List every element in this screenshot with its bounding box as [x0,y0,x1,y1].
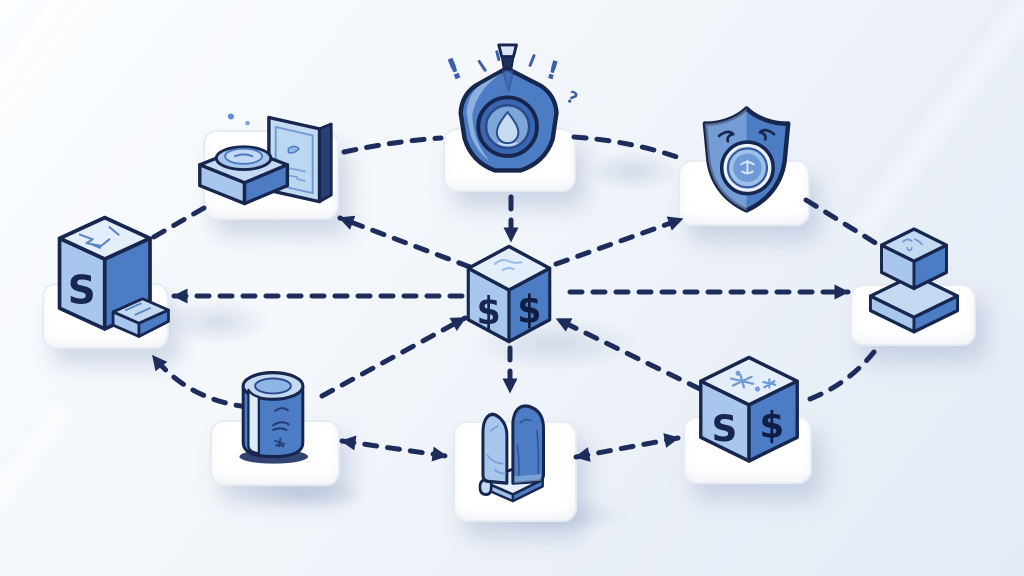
connection-cylinder-to-dollar-box [150,353,251,410]
connection-center-to-packages [337,215,473,270]
connection-shield-to-stacked [803,197,885,250]
connection-gem-to-shield [571,134,680,160]
connection-frozen-to-center [554,316,703,392]
connection-packages-to-dollar-box [149,205,207,241]
connection-frozen-to-stacked [807,349,877,402]
connection-cylinder-to-mittens [339,435,449,462]
connection-center-to-shield [553,216,685,267]
connection-packages-to-gem [341,135,444,155]
connection-mittens-to-frozen [573,433,681,462]
connection-cylinder-to-center [319,315,468,399]
